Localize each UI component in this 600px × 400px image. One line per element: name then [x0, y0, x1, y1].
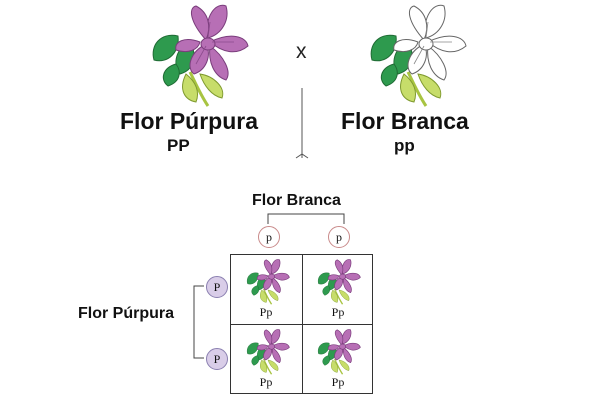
punnett-grid	[230, 254, 373, 394]
top-allele-1: p	[258, 226, 280, 248]
side-allele-2-text: P	[213, 351, 221, 366]
cell-1-flower-icon	[246, 259, 290, 305]
cross-arrow	[295, 88, 309, 159]
parent-left-label: Flor Púrpura	[120, 108, 259, 134]
punnett-side-label: Flor Púrpura	[78, 305, 175, 322]
top-allele-2: p	[328, 226, 350, 248]
parent-white-flower-icon	[369, 4, 467, 108]
parent-purple-flower-icon	[151, 4, 249, 108]
cell-2-genotype: Pp	[331, 305, 345, 319]
punnett-top-label: Flor Branca	[252, 192, 341, 209]
grid-divider-horizontal	[231, 324, 372, 325]
cell-4-genotype: Pp	[331, 375, 345, 389]
side-allele-1-text: P	[213, 279, 221, 294]
side-allele-2: P	[206, 348, 228, 370]
top-allele-2-text: p	[336, 229, 342, 244]
cell-1-genotype: Pp	[259, 305, 273, 319]
cell-3-genotype: Pp	[259, 375, 273, 389]
cell-2-flower-icon	[317, 259, 361, 305]
cell-3-flower-icon	[246, 329, 290, 375]
cell-4-flower-icon	[317, 329, 361, 375]
parent-left-genotype: PP	[167, 136, 190, 155]
top-allele-1-text: p	[266, 229, 272, 244]
parent-right-label: Flor Branca	[341, 108, 469, 134]
cross-symbol: x	[296, 40, 307, 63]
parent-right-genotype: pp	[394, 136, 415, 155]
top-bracket	[267, 213, 345, 224]
side-bracket	[193, 285, 204, 359]
side-allele-1: P	[206, 276, 228, 298]
